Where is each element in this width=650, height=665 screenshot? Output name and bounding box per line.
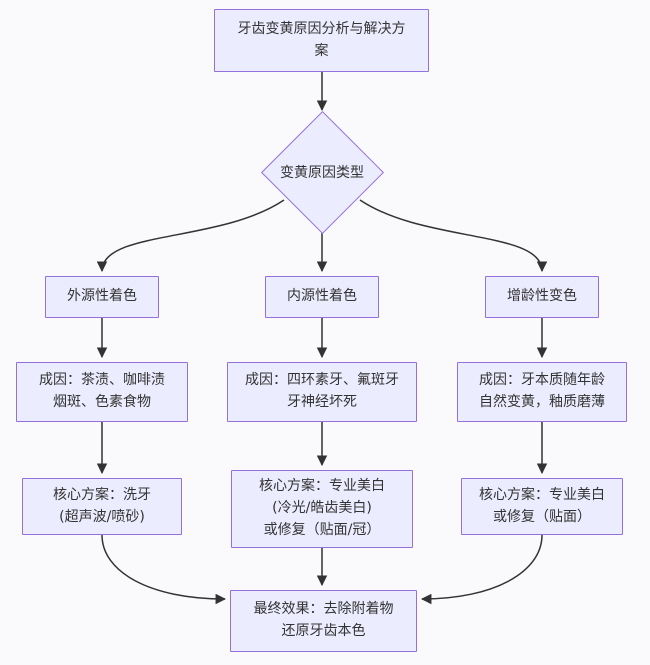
edge-solution3-to-final xyxy=(420,534,543,605)
node-cause-extrinsic: 成因：茶渍、咖啡渍 烟斑、色素食物 xyxy=(16,362,188,422)
node-decision: 变黄原因类型 xyxy=(260,110,385,235)
edge-solution1-to-final xyxy=(101,534,227,605)
edge-decision-to-branch-3 xyxy=(359,199,548,273)
node-solution-intrinsic: 核心方案：专业美白 (冷光/皓齿美白) 或修复（贴面/冠） xyxy=(231,470,413,548)
node-solution-age-related: 核心方案：专业美白 或修复（贴面） xyxy=(461,478,623,535)
node-type-extrinsic: 外源性着色 xyxy=(45,276,159,318)
node-type-age-related: 增龄性变色 xyxy=(485,276,599,318)
node-final-result: 最终效果：去除附着物 还原牙齿本色 xyxy=(230,590,417,652)
decision-label: 变黄原因类型 xyxy=(280,165,364,181)
node-title: 牙齿变黄原因分析与解决方 案 xyxy=(214,9,429,72)
edge-decision-to-branch-1 xyxy=(96,199,285,273)
node-solution-extrinsic: 核心方案：洗牙 (超声波/喷砂) xyxy=(22,478,182,535)
node-cause-age-related: 成因：牙本质随年龄 自然变黄，釉质磨薄 xyxy=(457,362,627,422)
node-cause-intrinsic: 成因：四环素牙、氟斑牙 牙神经坏死 xyxy=(227,362,417,422)
node-type-intrinsic: 内源性着色 xyxy=(265,276,379,318)
